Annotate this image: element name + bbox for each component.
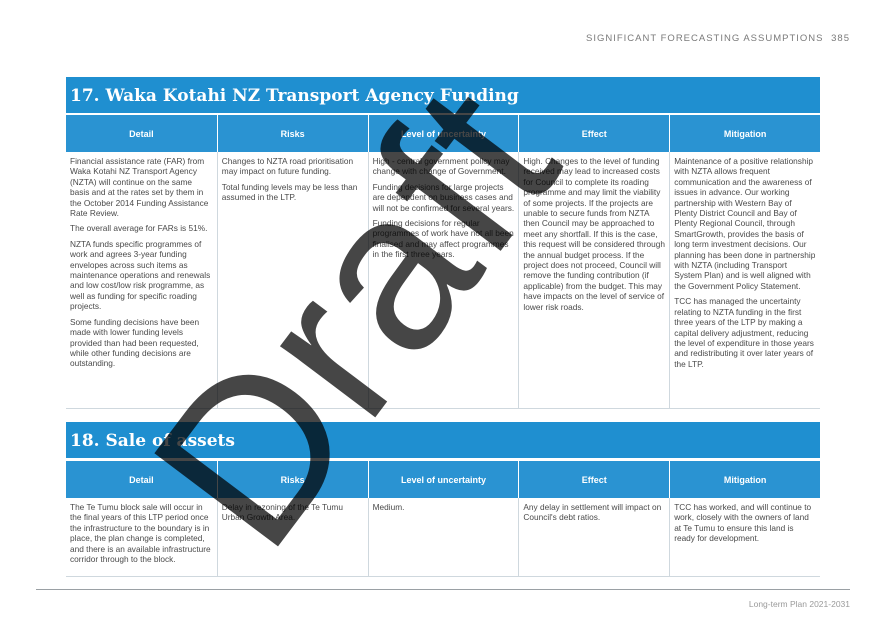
col-detail: Detail xyxy=(66,461,217,498)
effect-cell: Any delay in settlement will impact on C… xyxy=(518,498,670,577)
col-risks: Risks xyxy=(216,115,368,152)
section-18-title: 18. Sale of assets xyxy=(66,422,820,458)
uncertainty-cell: Medium. xyxy=(367,498,519,577)
col-mitigation: Mitigation xyxy=(669,115,820,152)
uncertainty-paragraph: Funding decisions for regular programmes… xyxy=(372,218,514,260)
mitigation-cell: Maintenance of a positive relationship w… xyxy=(669,152,820,409)
table-row: Financial assistance rate (FAR) from Wak… xyxy=(66,152,820,409)
detail-paragraph: Some funding decisions have been made wi… xyxy=(70,316,200,369)
risks-paragraph: Changes to NZTA road prioritisation may … xyxy=(221,156,354,177)
col-uncertainty: Level of uncertainty xyxy=(367,115,519,152)
detail-paragraph: The overall average for FARs is 51%. xyxy=(70,223,208,234)
risks-cell: Delay in rezoning of the Te Tumu Urban G… xyxy=(216,498,368,577)
table-header-row: Detail Risks Level of uncertainty Effect… xyxy=(66,115,820,152)
detail-paragraph: NZTA funds specific programmes of work a… xyxy=(70,238,211,312)
mitigation-paragraph: Maintenance of a positive relationship w… xyxy=(674,156,816,291)
running-header: SIGNIFICANT FORECASTING ASSUMPTIONS 385 xyxy=(586,33,850,44)
detail-cell: Financial assistance rate (FAR) from Wak… xyxy=(66,152,217,409)
detail-cell: The Te Tumu block sale will occur in the… xyxy=(66,498,217,577)
section-17-table: Detail Risks Level of uncertainty Effect… xyxy=(66,115,820,409)
col-risks: Risks xyxy=(216,461,368,498)
effect-paragraph: High. Changes to the level of funding re… xyxy=(523,156,665,312)
footer-divider xyxy=(36,589,850,590)
col-effect: Effect xyxy=(518,461,670,498)
mitigation-cell: TCC has worked, and will continue to wor… xyxy=(669,498,820,577)
footer-text: Long-term Plan 2021-2031 xyxy=(748,599,850,609)
col-mitigation: Mitigation xyxy=(669,461,820,498)
col-detail: Detail xyxy=(66,115,217,152)
mitigation-paragraph: TCC has managed the uncertainty relating… xyxy=(674,296,814,369)
section-18-table: Detail Risks Level of uncertainty Effect… xyxy=(66,461,820,577)
uncertainty-cell: High - central government policy may cha… xyxy=(367,152,519,409)
table-row: The Te Tumu block sale will occur in the… xyxy=(66,498,820,577)
risks-paragraph: Total funding levels may be less than as… xyxy=(221,181,358,203)
section-17-title: 17. Waka Kotahi NZ Transport Agency Fund… xyxy=(66,77,820,113)
detail-paragraph: Financial assistance rate (FAR) from Wak… xyxy=(70,156,209,219)
table-header-row: Detail Risks Level of uncertainty Effect… xyxy=(66,461,820,498)
risks-cell: Changes to NZTA road prioritisation may … xyxy=(216,152,368,409)
uncertainty-paragraph: Funding decisions for large projects are… xyxy=(372,181,515,213)
col-uncertainty: Level of uncertainty xyxy=(367,461,519,498)
page-number: 385 xyxy=(831,33,850,44)
col-effect: Effect xyxy=(518,115,670,152)
header-title: SIGNIFICANT FORECASTING ASSUMPTIONS xyxy=(585,33,824,44)
uncertainty-paragraph: High - central government policy may cha… xyxy=(372,156,510,177)
effect-cell: High. Changes to the level of funding re… xyxy=(518,152,670,409)
